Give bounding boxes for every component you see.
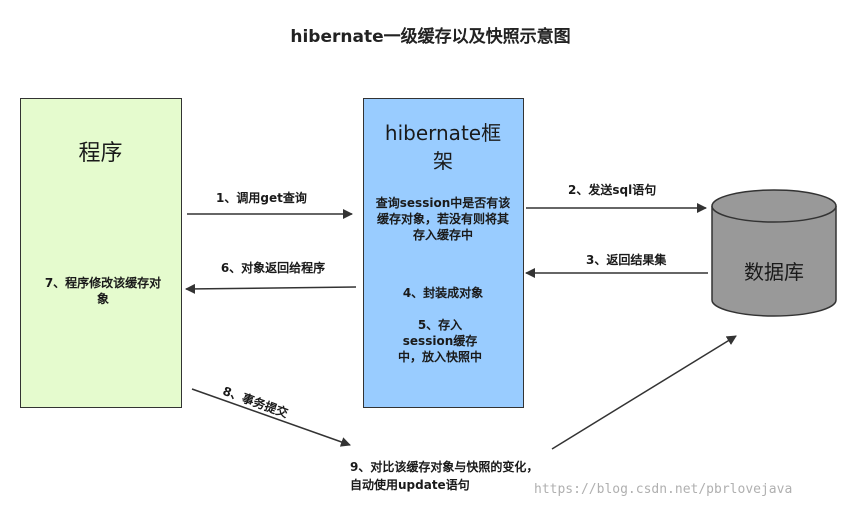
edge-return-object-label: 6、对象返回给程序 xyxy=(220,261,326,275)
edge-commit-arrow xyxy=(191,388,351,447)
edge-return-result-label: 3、返回结果集 xyxy=(586,253,667,267)
database-node-label: 数据库 xyxy=(744,260,804,284)
edge-compare-label: 9、对比该缓存对象与快照的变化，自动使用update语句 xyxy=(350,460,539,492)
database-node xyxy=(711,189,837,317)
hibernate-query-note: 查询session中是否有该缓存对象，若没有则将其存入缓存中 xyxy=(375,196,511,242)
hibernate-store-note: 5、存入session缓存中，放入快照中 xyxy=(397,318,482,364)
edge-send-sql-label: 2、发送sql语句 xyxy=(568,183,657,197)
diagram-title: hibernate一级缓存以及快照示意图 xyxy=(290,27,571,47)
edge-call-get-label: 1、调用get查询 xyxy=(216,191,307,205)
edge-update-arrow xyxy=(551,335,737,450)
hibernate-encapsulate-note: 4、封装成对象 xyxy=(402,286,484,300)
program-modify-note: 7、程序修改该缓存对象 xyxy=(44,276,162,306)
program-node-label: 程序 xyxy=(78,141,123,166)
watermark: https://blog.csdn.net/pbrlovejava xyxy=(534,482,793,497)
program-node: 程序 7、程序修改该缓存对象 xyxy=(20,98,182,408)
hibernate-node-label: hibernate框架 xyxy=(384,121,502,173)
hibernate-node: hibernate框架 查询session中是否有该缓存对象，若没有则将其存入缓… xyxy=(363,98,524,408)
edge-return-object-arrow xyxy=(185,283,357,294)
